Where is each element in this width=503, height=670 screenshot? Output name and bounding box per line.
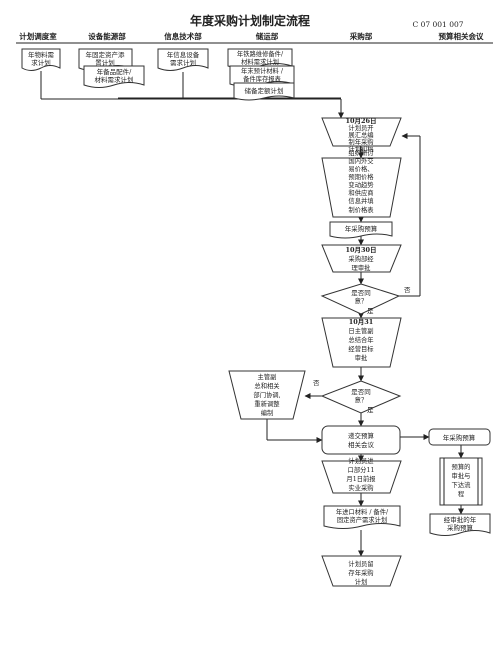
svg-text:固定资产需求计划: 固定资产需求计划 [337,515,387,524]
step-report-imports: 计划员进 口部分11 月1日前报 实业采购 [321,456,402,494]
svg-text:意？: 意？ [355,296,368,305]
lane-header-it: 信息技术部 [164,31,202,41]
svg-text:计划: 计划 [355,577,368,586]
svg-text:年物料需: 年物料需 [28,50,55,59]
document-code: C 07 001 007 [412,20,463,29]
step-vp-approval: 10月31 日主管副 总结合年 经营目标 审批 [321,317,402,368]
svg-text:年备品配件/: 年备品配件/ [97,67,133,76]
svg-text:年进口材料 / 备件/: 年进口材料 / 备件/ [336,507,389,516]
svg-text:10月30日: 10月30日 [345,246,376,254]
svg-text:审批: 审批 [355,353,368,362]
svg-text:计划初稿: 计划初稿 [348,144,373,153]
svg-text:编制: 编制 [261,408,274,417]
decision-vp-agree: 是否同 意？ [320,380,402,414]
doc-material-demand-plan: 年物料需 求计划 [21,48,61,71]
svg-text:递交预算: 递交预算 [348,431,375,440]
svg-text:年末预计材料 /: 年末预计材料 / [241,66,284,75]
svg-text:理审批: 理审批 [352,263,372,272]
svg-text:实业采购: 实业采购 [348,483,373,492]
doc-it-equipment-plan: 年信息设备 需求计划 [157,48,209,71]
svg-text:重新调整: 重新调整 [254,399,280,408]
svg-text:易价格、: 易价格、 [348,164,373,173]
svg-text:采购预算: 采购预算 [447,523,474,532]
label-yes-2: 是 [367,406,374,414]
label-no-2: 否 [313,379,320,387]
svg-text:需求计划: 需求计划 [170,58,196,67]
step-purchasing-manager-approval: 10月30日 采购部经 理审批 [321,244,402,273]
svg-text:年采购预算: 年采购预算 [443,433,476,442]
subprocess-budget-approval-release: 预算的 审批与 下达流 程 [439,457,483,506]
doc-import-demand-plan: 年进口材料 / 备件/ 固定资产需求计划 [323,505,401,529]
svg-text:制价格表: 制价格表 [348,205,374,214]
svg-text:展汇总编: 展汇总编 [348,130,373,139]
svg-text:信息并填: 信息并填 [348,196,374,205]
doc-approved-annual-budget: 经审批的年 采购预算 [429,513,491,536]
label-no-1: 否 [404,286,411,294]
svg-text:备件库存报表: 备件库存报表 [243,74,281,83]
svg-text:置计划: 置计划 [95,58,115,67]
svg-text:预期价格: 预期价格 [348,172,374,181]
svg-text:储备定额计划: 储备定额计划 [245,86,284,95]
lane-header-equipment: 设备能源部 [88,31,126,41]
svg-text:是否同: 是否同 [351,388,371,396]
step-price-research: 组织研讨 国内外交 易价格、 预期价格 变动趋势 和供应商 信息并填 制价格表 [321,148,402,218]
svg-text:年铁路维修备件/: 年铁路维修备件/ [237,49,284,58]
doc-annual-purchase-budget: 年采购预算 [329,221,393,239]
svg-text:计划员进: 计划员进 [348,456,374,465]
label-yes-1: 是 [367,307,374,315]
budget-meeting-annual-budget: 年采购预算 [428,428,491,446]
decision-manager-agree: 是否同 意？ [320,283,401,315]
svg-text:口部分11: 口部分11 [348,465,375,474]
step-submit-to-budget-meeting: 递交预算 相关会议 [321,425,401,455]
svg-text:经营目标: 经营目标 [348,344,374,353]
svg-text:程: 程 [458,489,465,498]
svg-text:审批与: 审批与 [452,471,471,480]
svg-text:主管副: 主管副 [258,372,277,381]
svg-text:和供应商: 和供应商 [348,188,373,197]
svg-text:年固定资产添: 年固定资产添 [86,50,126,59]
svg-text:变动趋势: 变动趋势 [348,180,374,189]
svg-text:材料需求计划: 材料需求计划 [241,57,279,66]
svg-text:求计划: 求计划 [31,58,51,67]
lane-header-budget: 预算相关会议 [439,31,484,41]
svg-text:10月26日: 10月26日 [345,117,376,125]
doc-spare-parts-plan: 年备品配件/ 材料需求计划 [83,65,145,88]
svg-text:意？: 意？ [355,395,368,404]
svg-text:年信息设备: 年信息设备 [167,50,200,59]
svg-text:经审批的年: 经审批的年 [444,515,477,524]
lane-header-storage: 储运部 [256,31,279,41]
step-archive-plan: 计划员留 存年采购 计划 [321,555,402,587]
svg-text:采购部经: 采购部经 [348,254,374,263]
svg-text:日主管副: 日主管副 [348,326,373,335]
doc-reserve-quota-plan: 储备定额计划 [233,82,295,101]
svg-text:计划员开: 计划员开 [348,123,373,132]
svg-text:存年采购: 存年采购 [348,568,373,577]
svg-text:国内外交: 国内外交 [348,156,374,165]
svg-text:相关会议: 相关会议 [348,440,375,449]
svg-text:是否同: 是否同 [351,289,371,297]
svg-text:月1日前报: 月1日前报 [346,474,376,483]
svg-text:总和相关: 总和相关 [254,381,280,390]
diagram-title: 年度采购计划制定流程 [190,13,310,28]
svg-text:组织研讨: 组织研讨 [348,148,374,157]
svg-text:材料需求计划: 材料需求计划 [95,75,134,84]
lane-header-purchasing: 采购部 [349,31,373,41]
lane-header-planning: 计划调度室 [19,31,57,41]
svg-text:年采购预算: 年采购预算 [345,224,378,233]
svg-text:预算的: 预算的 [452,462,471,471]
step-coordinate-and-revise: 主管副 总和相关 部门协调, 重新调整 编制 [228,370,306,420]
svg-text:下达流: 下达流 [452,480,472,489]
step-draft-annual-plan: 10月26日 计划员开 展汇总编 制年采购 计划初稿 [321,117,402,153]
svg-text:部门协调,: 部门协调, [253,390,280,399]
connectors [40,71,464,557]
svg-text:总结合年: 总结合年 [348,335,373,344]
svg-text:制年采购: 制年采购 [348,137,373,146]
svg-text:计划员留: 计划员留 [348,559,373,568]
svg-text:10月31: 10月31 [349,318,374,326]
